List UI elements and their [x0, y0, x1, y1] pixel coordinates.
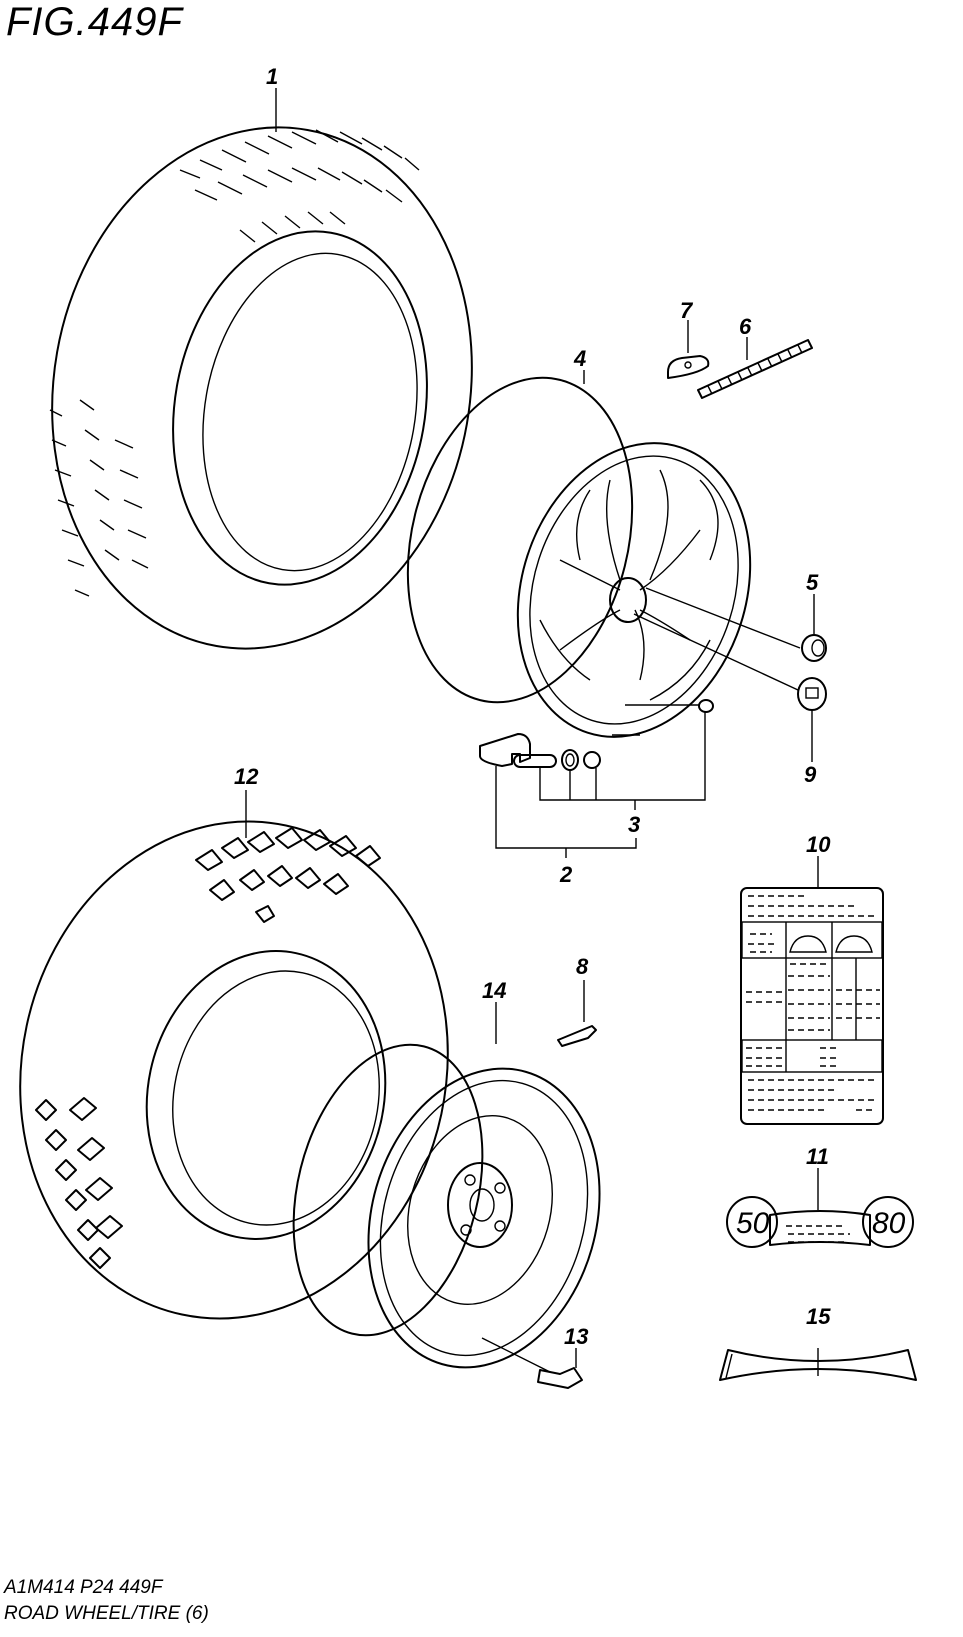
valve-grommet[interactable]: [561, 749, 579, 771]
callout-6[interactable]: 6: [739, 314, 752, 339]
figure-name: ROAD WHEEL/TIRE (6): [4, 1603, 209, 1624]
callout-10[interactable]: 10: [806, 832, 831, 857]
callout-12[interactable]: 12: [234, 764, 259, 789]
valve-stem[interactable]: [513, 754, 557, 768]
callout-9[interactable]: 9: [804, 762, 817, 787]
speed-label[interactable]: 50 80: [726, 1196, 914, 1248]
center-cap[interactable]: [797, 677, 827, 711]
speed-label-right: 80: [872, 1207, 906, 1240]
callout-14[interactable]: 14: [482, 978, 506, 1003]
speed-label-left: 50: [736, 1207, 770, 1240]
wheel-nut[interactable]: [801, 634, 827, 662]
leader-9-axis: [633, 613, 799, 691]
callout-2[interactable]: 2: [559, 862, 573, 887]
label-blank[interactable]: [719, 1348, 917, 1381]
leader-13-axis: [481, 1337, 551, 1373]
valve-cap[interactable]: [583, 751, 601, 769]
balance-weight-clip[interactable]: [667, 355, 710, 379]
steel-wheel[interactable]: [265, 1025, 634, 1395]
tire-lower[interactable]: [0, 781, 493, 1358]
callout-15[interactable]: 15: [806, 1304, 831, 1329]
leader-5-axis: [645, 587, 801, 649]
valve-steel-wheel[interactable]: [537, 1367, 583, 1389]
callout-5[interactable]: 5: [806, 570, 819, 595]
callout-8[interactable]: 8: [576, 954, 589, 979]
callout-7[interactable]: 7: [680, 298, 694, 323]
callout-11[interactable]: 11: [806, 1144, 829, 1169]
tire-pressure-label[interactable]: [740, 856, 884, 1125]
valve-on-wheel[interactable]: [698, 699, 714, 713]
callout-1[interactable]: 1: [266, 64, 278, 89]
callout-13[interactable]: 13: [564, 1324, 588, 1349]
tpms-sensor[interactable]: [479, 733, 531, 767]
leader-2: [495, 766, 637, 858]
balance-weight-strip[interactable]: [697, 339, 813, 399]
callout-3[interactable]: 3: [628, 812, 640, 837]
callout-4[interactable]: 4: [573, 346, 586, 371]
figure-code: A1M414 P24 449F: [4, 1577, 163, 1598]
tire-upper[interactable]: [12, 94, 513, 682]
figure-title: FIG.449F: [6, 0, 183, 44]
alloy-wheel[interactable]: [375, 354, 787, 767]
balance-weight-clip-steel[interactable]: [557, 1025, 597, 1047]
leader-3: [539, 704, 706, 810]
